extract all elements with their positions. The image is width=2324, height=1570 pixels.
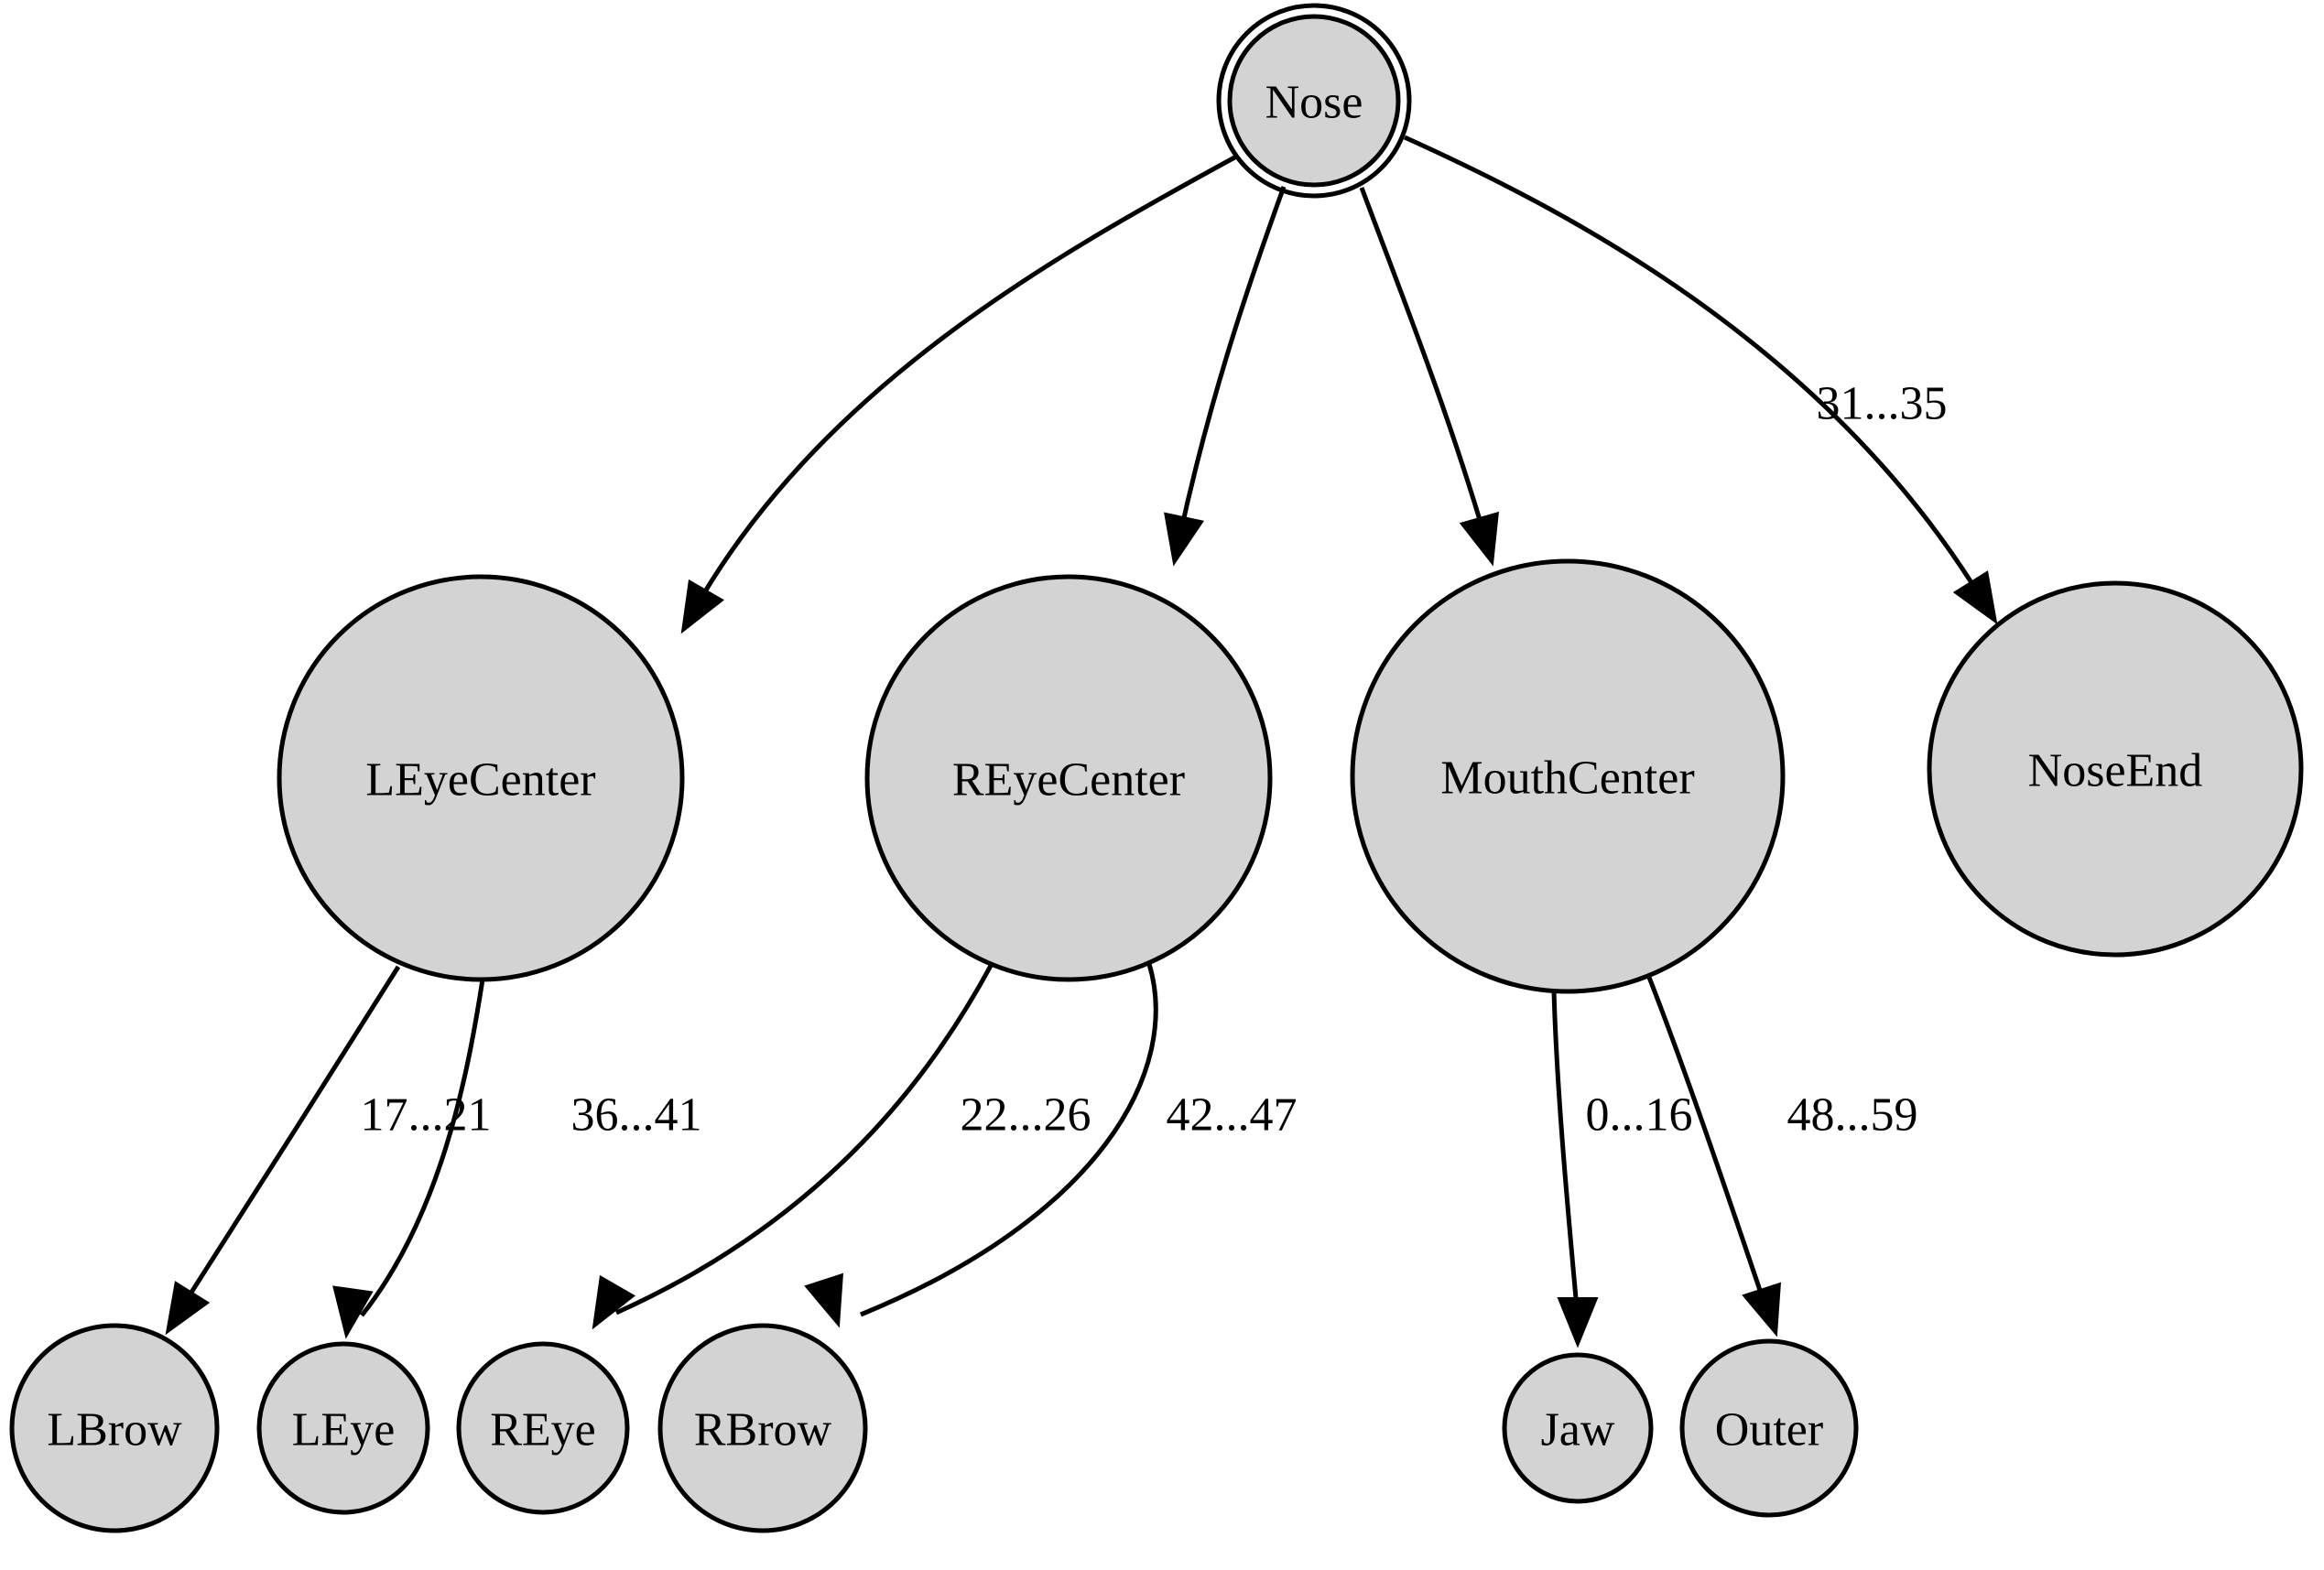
node-circle[interactable] [277,574,685,982]
node-outer-ring [1216,3,1412,199]
edge-leyecenter-to-leye [332,979,485,1339]
arrowhead-icon [1952,570,1998,625]
node-circle[interactable] [256,1341,430,1515]
edge-nose-to-mouthcenter [1359,187,1500,567]
node-lbrow[interactable]: LBrow [9,1323,220,1533]
edge-line [860,963,1158,1317]
edge-leyecenter-to-lbrow [165,965,401,1336]
node-label: NoseEnd [2028,745,2203,797]
node-label: LBrow [47,1404,182,1456]
arrowhead-icon [165,1281,211,1336]
node-circle[interactable] [1927,580,2304,958]
node-label: RBrow [694,1404,832,1456]
edge-reyecenter-to-reye [592,962,994,1330]
edge-nose-to-leyecenter [680,153,1240,634]
node-circle[interactable] [1350,558,1786,994]
edge-label-nose-noseend: 31...35 [1817,378,1948,430]
node-label: LEyeCenter [365,754,595,807]
node-label: MouthCenter [1440,753,1694,805]
node-circle[interactable] [456,1341,630,1515]
edge-line [177,965,401,1313]
edge-mouthcenter-to-outer [1645,974,1782,1337]
node-circle[interactable] [1679,1338,1859,1518]
node-label: REye [490,1404,596,1456]
edge-label-reyecenter-rbrow: 42...47 [1167,1089,1298,1142]
arrowhead-icon [1557,1297,1599,1348]
arrowhead-icon [1459,511,1500,567]
node-jaw[interactable]: Jaw [1502,1352,1654,1504]
arrowhead-icon [1742,1282,1782,1337]
node-label: REyeCenter [952,754,1185,807]
edge-line [1403,135,1984,601]
node-noseend[interactable]: NoseEnd [1927,580,2304,958]
edge-reyecenter-to-rbrow [804,963,1158,1328]
edge-line [1645,974,1770,1313]
edge-nose-to-reyecenter [1164,186,1287,567]
edge-line [1359,187,1488,539]
node-circle[interactable] [657,1323,868,1533]
edge-label-mouthcenter-jaw: 0...16 [1586,1089,1693,1142]
node-reye[interactable]: REye [456,1341,630,1515]
arrowhead-icon [332,1285,374,1339]
edge-label-reyecenter-reye: 22...26 [961,1089,1091,1142]
edge-nose-to-noseend [1403,135,1998,625]
edge-label-mouthcenter-outer: 48...59 [1787,1089,1918,1142]
arrowhead-icon [804,1272,844,1328]
edge-label-leyecenter-leye: 36...41 [571,1089,702,1142]
arrowhead-icon [592,1274,635,1330]
node-label: Jaw [1541,1404,1615,1456]
node-label: Outer [1715,1404,1823,1456]
edges-layer [165,135,1998,1348]
edge-line [693,153,1240,609]
node-circle[interactable] [1502,1352,1654,1504]
node-rbrow[interactable]: RBrow [657,1323,868,1533]
edge-line [614,962,994,1316]
node-circle[interactable] [9,1323,220,1533]
arrowhead-icon [1164,512,1205,567]
node-leye[interactable]: LEye [256,1341,430,1515]
edge-mouthcenter-to-jaw [1551,990,1599,1348]
node-nose[interactable]: Nose [1216,3,1412,199]
edge-line [1551,990,1580,1319]
node-mouthcenter[interactable]: MouthCenter [1350,558,1786,994]
arrowhead-icon [680,579,724,634]
node-reyecenter[interactable]: REyeCenter [864,574,1273,982]
node-leyecenter[interactable]: LEyeCenter [277,574,685,982]
edge-labels-layer: 31...35 17...21 36...41 22...26 42...47 0...1… [361,378,1948,1142]
node-label: LEye [292,1404,396,1456]
node-circle[interactable] [864,574,1273,982]
node-label: Nose [1265,77,1363,129]
edge-line [1177,186,1287,539]
node-circle[interactable] [1227,14,1401,188]
edge-label-leyecenter-lbrow: 17...21 [361,1089,492,1142]
edge-line [360,979,485,1317]
node-outer[interactable]: Outer [1679,1338,1859,1518]
